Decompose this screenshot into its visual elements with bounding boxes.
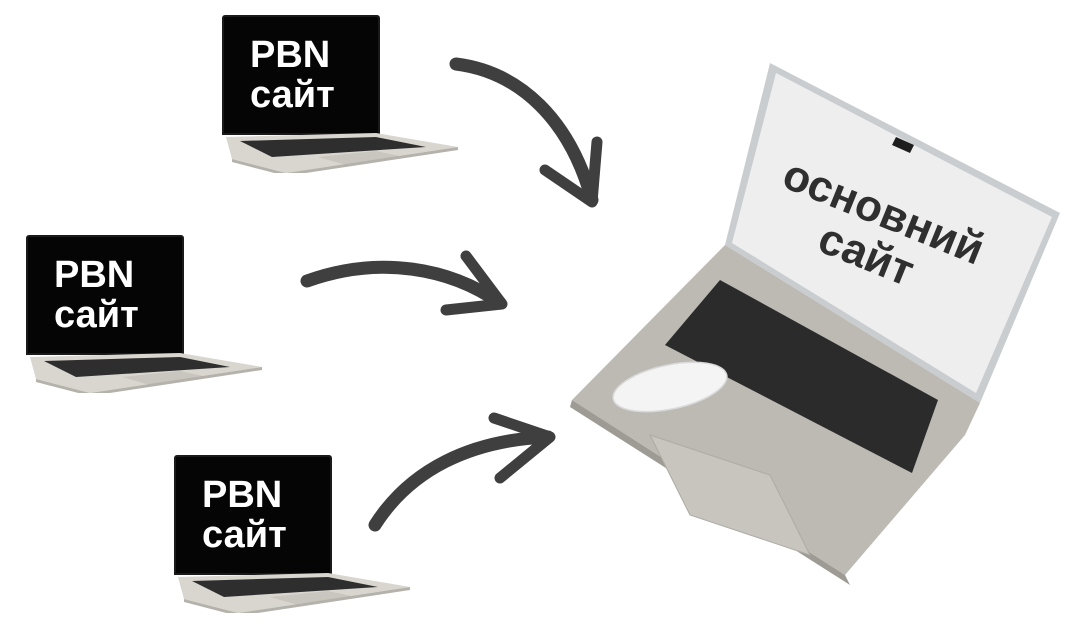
pbn-label-line1: PBN <box>250 34 331 76</box>
laptop-base-icon <box>226 133 458 173</box>
pbn-screen: PBN сайт <box>26 235 184 355</box>
camera-notch-icon <box>892 137 914 153</box>
arrow-middle-icon <box>300 250 508 316</box>
pbn-label-line2: сайт <box>202 514 287 556</box>
pbn-label-line2: сайт <box>54 294 139 336</box>
pbn-screen: PBN сайт <box>222 15 380 135</box>
main-laptop-base <box>572 245 980 575</box>
pbn-label-line1: PBN <box>202 474 283 516</box>
main-laptop-screen <box>732 73 1052 393</box>
pbn-laptop-middle: PBN сайт <box>26 235 266 400</box>
arrow-top-icon <box>449 57 603 208</box>
trackpad-icon <box>649 434 811 556</box>
arrow-bottom-icon <box>368 412 556 532</box>
laptop-base-icon <box>178 573 410 613</box>
mouse-icon <box>612 361 728 413</box>
pbn-screen: PBN сайт <box>174 455 332 575</box>
main-laptop <box>570 63 1060 585</box>
pbn-laptop-bottom: PBN сайт <box>174 455 414 620</box>
pbn-laptop-top: PBN сайт <box>222 15 462 180</box>
pbn-label-line2: сайт <box>250 74 335 116</box>
keyboard-icon <box>665 280 938 473</box>
laptop-base-icon <box>30 353 262 393</box>
pbn-label-line1: PBN <box>54 254 135 296</box>
